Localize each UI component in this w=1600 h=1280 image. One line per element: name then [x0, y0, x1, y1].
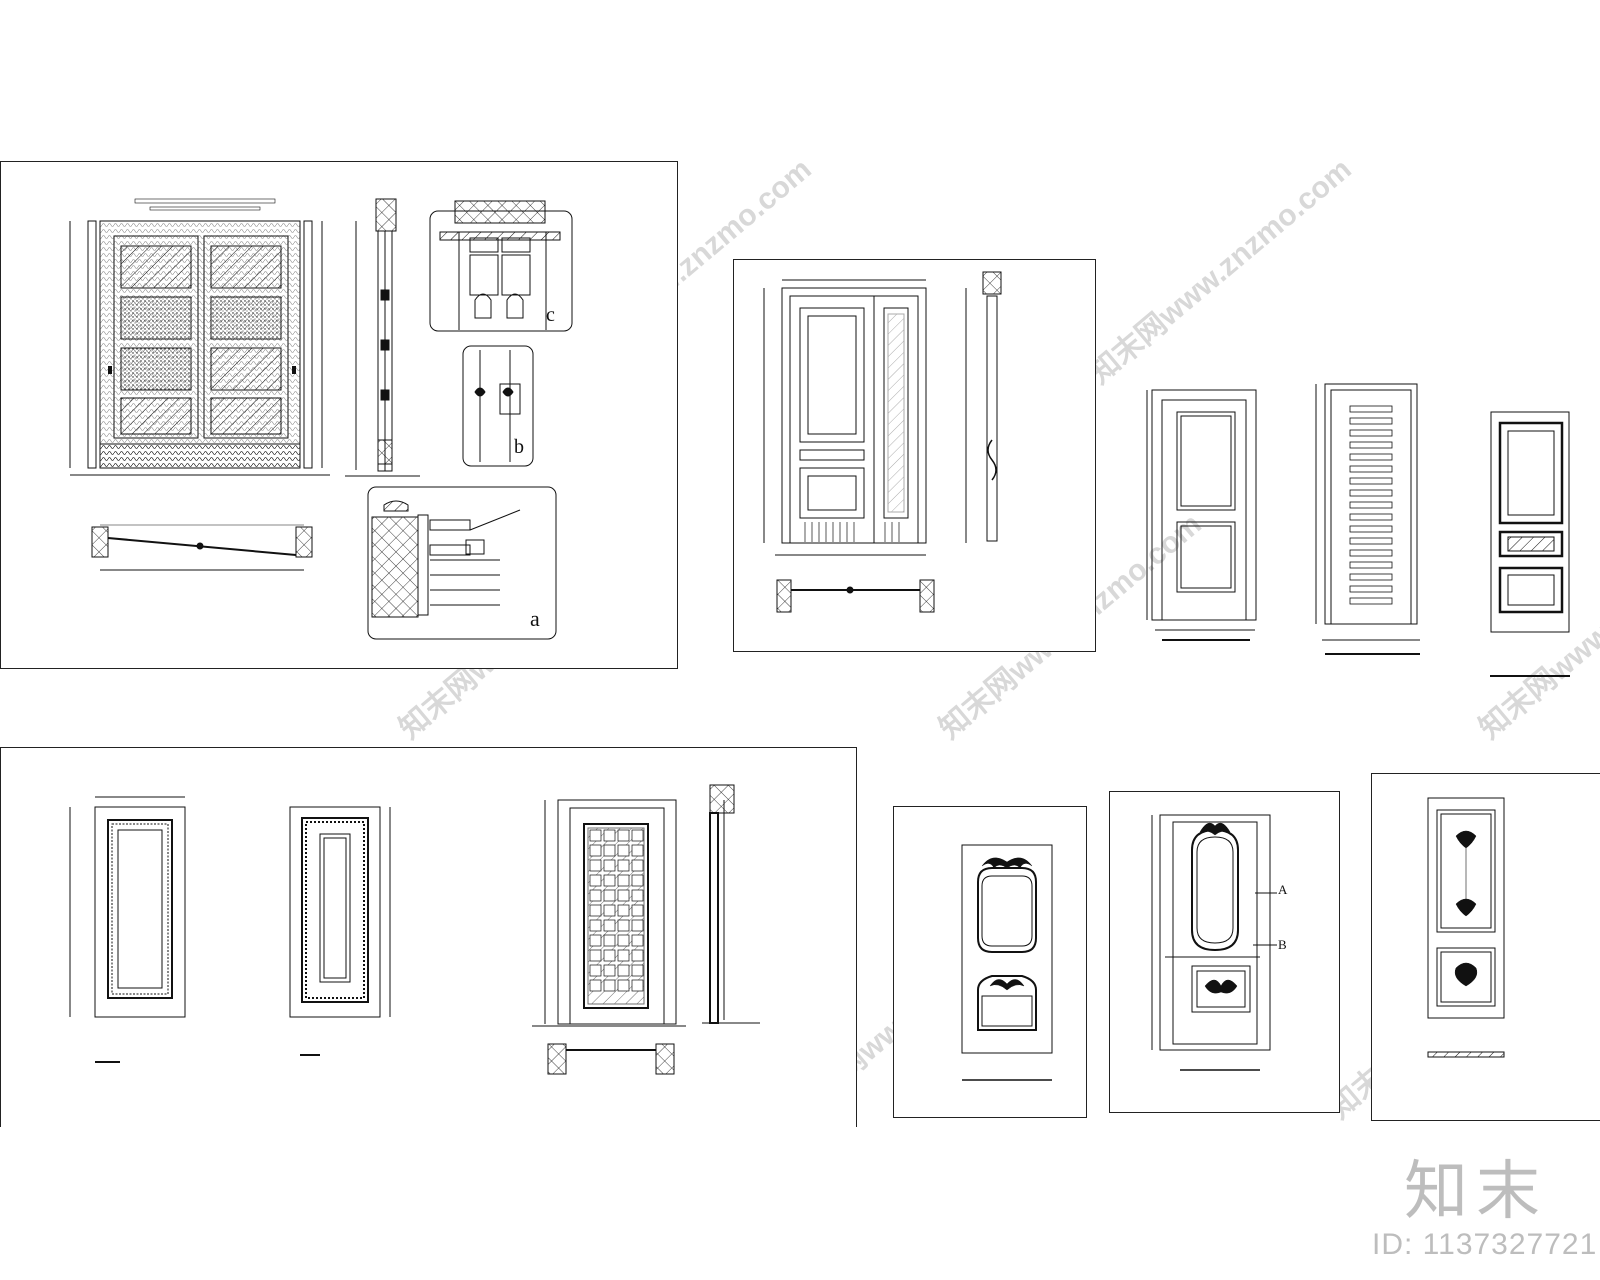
detail-label-a: a: [530, 606, 540, 631]
panel-door-plan: [776, 579, 935, 613]
detail-label-A: A: [1278, 882, 1288, 897]
carved-door-1: [961, 844, 1053, 1081]
single-door-carved-border: [289, 806, 391, 1056]
carved-door-sheet-2: [1109, 791, 1340, 1113]
double-door-elevation: [69, 198, 330, 476]
detail-a: [367, 486, 557, 640]
detail-c: [429, 200, 573, 332]
double-door-plan: [91, 524, 313, 571]
single-door-louvered: [1315, 383, 1420, 655]
detail-label-c: c: [546, 304, 555, 326]
single-door-2-panel: [1146, 389, 1257, 641]
detail-label-B: B: [1278, 937, 1287, 952]
carved-door-2: [1151, 814, 1277, 1071]
detail-b: [462, 345, 534, 467]
carved-door-sheet-3: [1371, 773, 1600, 1121]
carved-door-3: [1427, 797, 1505, 1058]
double-door-section: [345, 198, 420, 477]
brand-logo: 知末: [1404, 1155, 1548, 1229]
single-door-grid-panel: [532, 799, 686, 1075]
carved-door-sheet-1: [893, 806, 1087, 1118]
panel-door-elevation: [763, 279, 927, 556]
double-panel-door-sheet: [733, 259, 1096, 652]
single-door-grid-section: [702, 784, 760, 1024]
drawing-id: ID: 1137327721: [1372, 1228, 1598, 1261]
single-door-ornate-small: [1490, 411, 1570, 677]
detail-label-b: b: [514, 436, 524, 458]
single-door-bead-panel: [69, 796, 186, 1063]
panel-door-section: [965, 271, 1002, 543]
